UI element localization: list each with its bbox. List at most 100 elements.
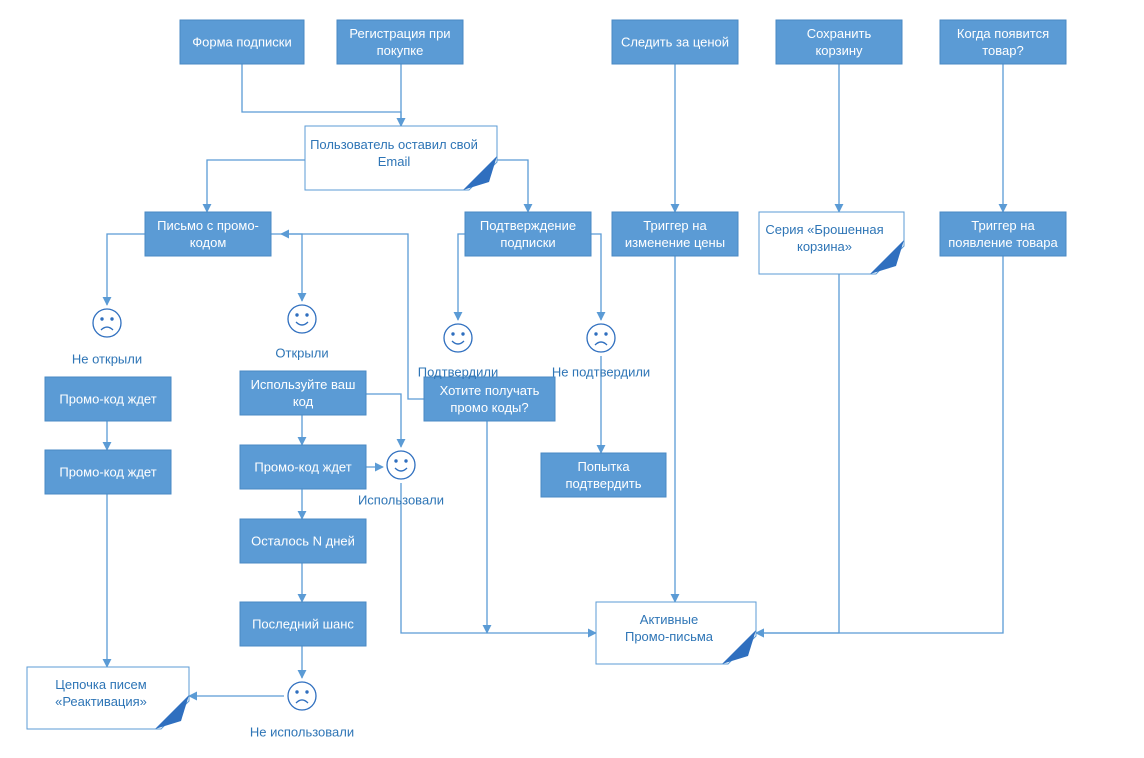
process-box: [179, 19, 305, 65]
connector-e-promo-opened: [271, 233, 307, 302]
happy-face-icon: [386, 450, 416, 480]
connector-e-form-email: [241, 64, 406, 127]
node-label-line: промо коды?: [450, 400, 528, 415]
node-label-line: Email: [378, 154, 411, 169]
sad-face-icon: [586, 323, 616, 353]
happy-face-icon: [443, 323, 473, 353]
node-label-line: появление товара: [948, 235, 1058, 250]
page-curl-icon: [870, 240, 904, 274]
node-label-line: покупке: [377, 43, 424, 58]
page-curl-icon: [463, 156, 497, 190]
node-label-line: Хотите получать: [440, 383, 540, 398]
process-box: [336, 19, 464, 65]
outcome-not-used: Не использовали: [250, 681, 354, 740]
node-label-line: Используйте ваш: [251, 377, 356, 392]
node-label-line: Когда появится: [957, 26, 1049, 41]
node-label-line: Пользователь оставил свой: [310, 137, 478, 152]
node-label-line: Письмо с промо-: [157, 218, 259, 233]
node-track: Следить за ценой: [611, 19, 739, 65]
process-box: [611, 211, 739, 257]
node-label-line: Регистрация при: [349, 26, 450, 41]
connector-e-email-promo: [202, 159, 305, 213]
process-box: [44, 449, 172, 495]
process-box: [464, 211, 592, 257]
node-label-line: кодом: [190, 235, 227, 250]
node-promo-wait2: Промо-код ждет: [44, 449, 172, 495]
nodes-layer: Форма подписки Регистрация при покупке След…: [26, 19, 1067, 730]
node-promo-letter: Письмо с промо-кодом: [144, 211, 272, 257]
process-box: [144, 211, 272, 257]
page-curl-icon: [722, 630, 756, 664]
node-label-line: Промо-код ждет: [59, 465, 156, 480]
node-label-line: Последний шанс: [252, 617, 354, 632]
node-label-line: Промо-код ждет: [254, 460, 351, 475]
node-use-code: Используйте ваш код: [239, 370, 367, 416]
node-price-trigger: Триггер на изменение цены: [611, 211, 739, 257]
node-label-line: Промо-код ждет: [59, 392, 156, 407]
node-form: Форма подписки: [179, 19, 305, 65]
connector-e-confirm-no: [591, 233, 606, 321]
node-label-line: Подтверждение: [480, 218, 576, 233]
connector-e-confirm-yes: [453, 233, 465, 321]
process-box: [44, 376, 172, 422]
node-label-line: Серия «Брошенная: [765, 222, 883, 237]
node-save: Сохранить корзину: [775, 19, 903, 65]
node-label-line: Промо-письма: [625, 629, 714, 644]
node-reg: Регистрация при покупке: [336, 19, 464, 65]
outcome-not-confirmed: Не подтвердили: [552, 323, 650, 380]
page-curl-icon: [155, 695, 189, 729]
node-label-line: Сохранить: [807, 26, 872, 41]
process-box: [239, 444, 367, 490]
process-box: [611, 19, 739, 65]
connector-e-appear-active: [755, 256, 1004, 638]
outcome-label: Использовали: [358, 493, 444, 508]
happy-face-icon: [287, 304, 317, 334]
node-want-codes: Хотите получать промо коды?: [423, 376, 556, 422]
node-confirm: Подтверждение подписки: [464, 211, 592, 257]
outcome-label: Открыли: [275, 346, 328, 361]
outcome-opened: Открыли: [275, 304, 329, 361]
connector-e-email-confirm: [497, 159, 533, 213]
process-box: [775, 19, 903, 65]
node-label-line: корзина»: [797, 239, 852, 254]
outcome-label: Не открыли: [72, 352, 142, 367]
connector-e-use-used: [366, 393, 406, 448]
node-label-line: изменение цены: [625, 235, 725, 250]
outcome-label: Подтвердили: [418, 365, 498, 380]
node-label-line: код: [293, 394, 314, 409]
node-label-line: Триггер на: [643, 218, 707, 233]
sad-face-icon: [287, 681, 317, 711]
connectors: [102, 64, 1008, 701]
connector-e-used-active: [400, 483, 597, 638]
node-promo-wait3: Промо-код ждет: [239, 444, 367, 490]
sad-face-icon: [92, 308, 122, 338]
connector-e-aband-active: [755, 274, 840, 638]
process-box: [239, 518, 367, 564]
outcome-label: Не использовали: [250, 725, 354, 740]
node-label-line: Триггер на: [971, 218, 1035, 233]
connector-e-promo-notopened: [102, 233, 145, 306]
node-n-days: Осталось N дней: [239, 518, 367, 564]
process-box: [540, 452, 667, 498]
node-last-chance: Последний шанс: [239, 601, 367, 647]
node-label-line: корзину: [815, 43, 863, 58]
process-box: [239, 370, 367, 416]
node-label-line: Осталось N дней: [251, 534, 355, 549]
outcome-used: Использовали: [358, 450, 444, 508]
node-label-line: Следить за ценой: [621, 35, 729, 50]
outcome-label: Не подтвердили: [552, 365, 650, 380]
node-label-line: «Реактивация»: [55, 694, 147, 709]
process-box: [939, 211, 1067, 257]
process-box: [239, 601, 367, 647]
node-promo-wait1: Промо-код ждет: [44, 376, 172, 422]
node-label-line: подтвердить: [565, 476, 641, 491]
node-label-line: подписки: [500, 235, 555, 250]
node-label-line: товар?: [982, 43, 1024, 58]
outcome-not-opened: Не открыли: [72, 308, 142, 367]
node-appear-trigger: Триггер на появление товара: [939, 211, 1067, 257]
